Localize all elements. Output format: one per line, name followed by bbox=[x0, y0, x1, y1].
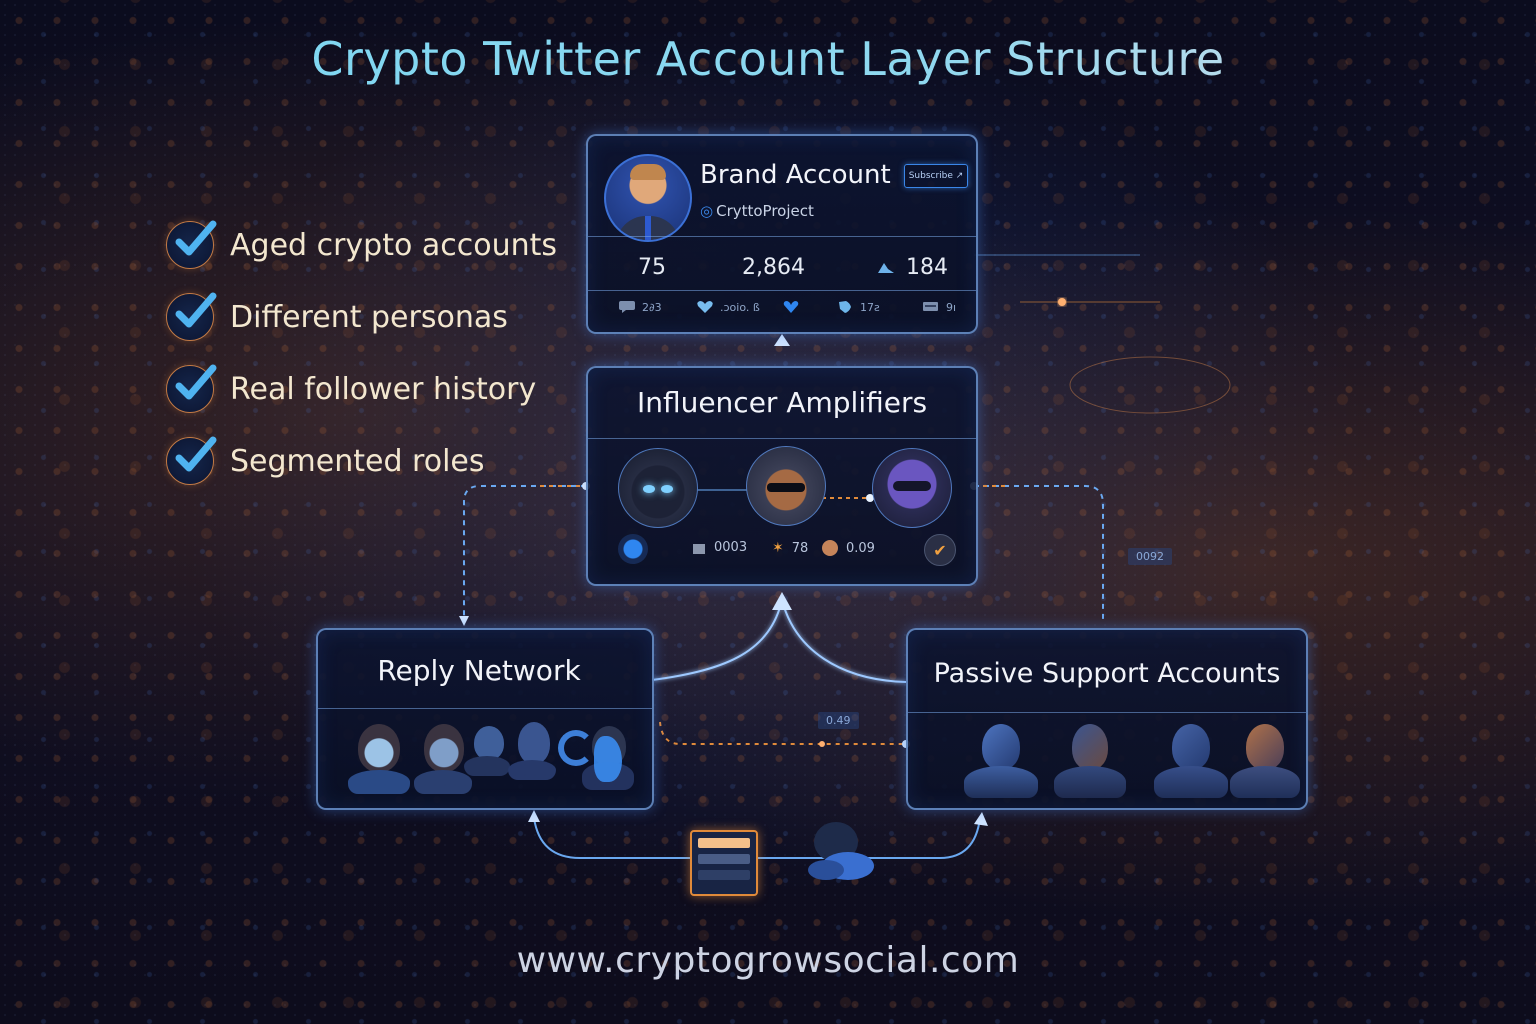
cloud-cluster-icon bbox=[808, 822, 874, 880]
action-count: 2∂3 bbox=[642, 300, 662, 314]
checklist-label: Aged crypto accounts bbox=[230, 227, 558, 263]
stat-value: 184 bbox=[906, 254, 948, 280]
checkmark-icon bbox=[166, 220, 217, 269]
at-icon: ◎ bbox=[700, 202, 714, 220]
page-title: Crypto Twitter Account Layer Structure bbox=[0, 32, 1536, 86]
checklist-label: Segmented roles bbox=[230, 443, 485, 479]
checklist-item: Aged crypto accounts bbox=[166, 220, 557, 270]
stat-value: 78 bbox=[791, 540, 809, 556]
checklist-item: Segmented roles bbox=[166, 436, 557, 486]
stat-value: 0003 bbox=[714, 540, 748, 555]
stat-value: 0.09 bbox=[846, 540, 875, 556]
action-count: 17ƨ bbox=[860, 300, 880, 314]
stat-value: 75 bbox=[638, 254, 666, 280]
influencer-title: Influencer Amplifiers bbox=[636, 386, 928, 419]
bag-icon bbox=[693, 543, 705, 554]
checklist-item: Real follower history bbox=[166, 364, 557, 414]
cube-badge-icon bbox=[618, 534, 648, 564]
brand-stats: 75 2,864 184 bbox=[588, 242, 976, 292]
checklist-item: Different personas bbox=[166, 292, 557, 342]
passive-support-title: Passive Support Accounts bbox=[933, 658, 1281, 689]
brand-handle: ◎CryttoProject bbox=[700, 202, 814, 220]
heart-icon bbox=[697, 301, 713, 313]
divider bbox=[588, 438, 976, 439]
hooded-avatar bbox=[618, 448, 698, 528]
coin-icon bbox=[822, 540, 838, 556]
footer-url[interactable]: www.cryptogrowsocial.com bbox=[516, 940, 1020, 981]
checkmark-icon bbox=[166, 292, 217, 341]
loading-ring-icon bbox=[558, 730, 594, 766]
runner-icon: ✶ bbox=[772, 540, 784, 556]
server-stack-icon bbox=[690, 830, 758, 896]
reply-network-title: Reply Network bbox=[377, 654, 581, 687]
orange-check-badge-icon: ✔ bbox=[924, 534, 956, 566]
subscribe-badge[interactable]: Subscribe ↗ bbox=[904, 164, 968, 188]
influencer-stats: 0003 ✶ 78 0.09 bbox=[588, 540, 976, 570]
comment-icon bbox=[619, 301, 635, 313]
influencer-stat: 0003 bbox=[692, 540, 747, 555]
brand-handle-text: CryttoProject bbox=[716, 202, 814, 220]
share-action[interactable]: 9ı bbox=[922, 300, 956, 314]
followers-stat: 184 bbox=[876, 255, 948, 280]
divider bbox=[588, 290, 976, 291]
feature-checklist: Aged crypto accounts Different personas … bbox=[166, 220, 557, 508]
retweet-icon bbox=[839, 301, 851, 313]
sunglasses-avatar bbox=[746, 446, 826, 526]
brand-account-card: Brand Account Subscribe ↗ ◎CryttoProject… bbox=[586, 134, 978, 334]
like-heart-icon bbox=[783, 301, 799, 313]
checkmark-icon bbox=[166, 436, 217, 485]
checklist-label: Real follower history bbox=[230, 371, 537, 407]
action-count: .ɔoio. ß bbox=[720, 300, 760, 314]
reply-network-card: Reply Network bbox=[316, 628, 654, 810]
brand-actions-bar: 2∂3 .ɔoio. ß 17ƨ 9ı bbox=[588, 290, 976, 330]
followers-icon bbox=[878, 263, 894, 273]
like-action[interactable] bbox=[782, 300, 800, 314]
retweet-action[interactable]: 17ƨ bbox=[836, 300, 880, 314]
checklist-label: Different personas bbox=[230, 299, 508, 335]
heart-action[interactable]: .ɔoio. ß bbox=[696, 300, 760, 314]
divider bbox=[318, 708, 652, 709]
comment-action[interactable]: 2∂3 bbox=[618, 300, 662, 314]
influencer-stat: 0.09 bbox=[822, 540, 875, 556]
influencer-amplifiers-card: Influencer Amplifiers ✔ 0003 ✶ 78 0.09 bbox=[586, 366, 978, 586]
passive-support-card: Passive Support Accounts bbox=[906, 628, 1308, 810]
right-readout-label: 0092 bbox=[1128, 548, 1172, 565]
divider bbox=[908, 712, 1306, 713]
share-icon bbox=[923, 302, 938, 311]
influencer-stat: ✶ 78 bbox=[772, 540, 808, 556]
brand-avatar bbox=[604, 154, 692, 242]
action-count: 9ı bbox=[946, 300, 957, 314]
checkmark-icon bbox=[166, 364, 217, 413]
stat-value: 2,864 bbox=[742, 254, 805, 280]
divider bbox=[588, 236, 976, 237]
brand-account-name: Brand Account bbox=[700, 160, 891, 190]
center-readout-label: 0.49 bbox=[818, 712, 859, 729]
purple-masked-avatar bbox=[872, 448, 952, 528]
